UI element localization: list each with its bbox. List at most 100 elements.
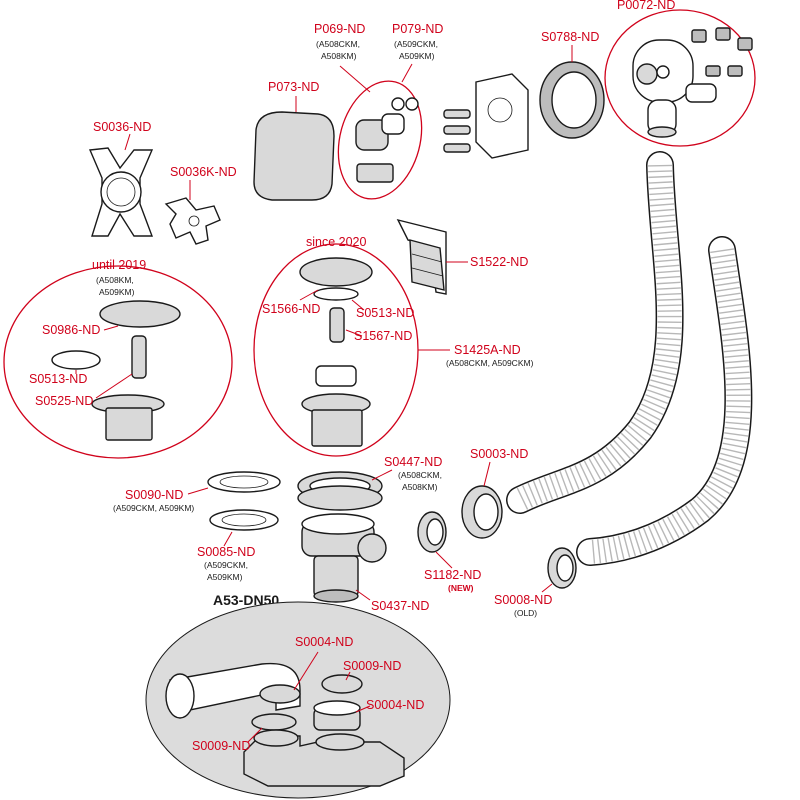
p073-cap-group: P073-ND — [253, 80, 335, 201]
s0003-nut-group: S0003-ND — [461, 447, 528, 539]
mount-screw-3 — [443, 143, 471, 153]
p0072-screw-1 — [691, 29, 707, 43]
s1566-leader — [299, 289, 319, 301]
s0085-leader — [223, 531, 233, 547]
label-s0085: S0085-ND — [197, 545, 255, 559]
a53-s0004-a-nut — [259, 684, 301, 704]
s1182-leader — [435, 551, 453, 569]
s0009-a-leader — [345, 671, 351, 681]
s0036-ring-inner — [106, 177, 136, 207]
s1566-cap — [299, 257, 373, 287]
p0072-highlight-circle — [604, 9, 756, 147]
label-s0003: S0003-ND — [470, 447, 528, 461]
label-s1566: S1566-ND — [262, 302, 320, 316]
flexible-hoses-group — [506, 151, 753, 566]
label-s0036: S0036-ND — [93, 120, 151, 134]
until-outlet-thread — [105, 407, 153, 441]
label-s0085-sub1: (A509CKM, — [204, 560, 248, 570]
s0437-bottom — [313, 589, 359, 603]
label-s0004-b: S0004-ND — [366, 698, 424, 712]
hose-1-ribs — [514, 164, 682, 511]
a53-inset-group: S0004-ND S0009-ND S0004-ND S0009-ND — [145, 601, 451, 799]
label-p079: P079-ND — [392, 22, 443, 36]
s0788-seal-group: S0788-ND — [539, 30, 605, 139]
label-s0986: S0986-ND — [42, 323, 100, 337]
label-a53-dn50: A53-DN50 — [213, 592, 279, 608]
p0072-screw-2 — [715, 27, 731, 41]
s0513-a-leader — [351, 299, 365, 311]
s0090-leader — [187, 487, 209, 495]
s0447-leader — [371, 469, 393, 481]
p0072-port — [636, 63, 658, 85]
mount-screw-1 — [443, 109, 471, 119]
nut — [315, 365, 357, 387]
s0036-bracket-group: S0036-ND S0036K-ND — [88, 120, 237, 245]
label-s0437: S0437-ND — [371, 599, 429, 613]
s0036-leader — [124, 133, 131, 151]
s1567-leader — [345, 329, 363, 337]
s0008-ring-group: S0008-ND (OLD) — [494, 547, 577, 618]
label-p069-sub1: (A508CKM, — [316, 39, 360, 49]
a53-s0009-b-ring — [251, 713, 297, 731]
s0085-gasket-bore — [221, 513, 267, 527]
a53-s0009-a-ring — [321, 674, 363, 694]
p079-nozzle — [381, 113, 405, 135]
a53-s0004-b-nut-top — [313, 700, 361, 716]
label-s0447: S0447-ND — [384, 455, 442, 469]
label-s0004-a: S0004-ND — [295, 635, 353, 649]
s0513-b-seal — [51, 350, 101, 370]
p073-cap — [253, 111, 335, 201]
s0090-gasket-bore — [219, 475, 269, 489]
label-until-sub2: A509KM) — [99, 287, 135, 297]
label-until-2019: until 2019 — [92, 258, 146, 272]
s0986-cap — [99, 300, 181, 328]
s0525-leader — [95, 373, 133, 399]
trap-body-group: S0447-ND (A508CKM, A508KM) S0437-ND — [297, 455, 442, 613]
s1182-ring-bore — [426, 518, 444, 546]
label-s1425a-sub: (A508CKM, A509CKM) — [446, 358, 534, 368]
p0072-screw-4 — [705, 65, 721, 77]
p0072-port-inner — [656, 65, 670, 79]
label-s1425a: S1425A-ND — [454, 343, 521, 357]
hose-2-body — [577, 237, 751, 565]
s0036k-hole — [188, 215, 200, 227]
p0072-overflow-body-group: P0072-ND — [604, 0, 756, 147]
p069-p079-group: P069-ND (A508CKM, A508KM) P079-ND (A509C… — [314, 22, 443, 200]
label-p069: P069-ND — [314, 22, 365, 36]
label-s0090-sub: (A509CKM, A509KM) — [113, 503, 194, 513]
label-s1182: S1182-ND — [424, 568, 481, 582]
label-s0513-b: S0513-ND — [29, 372, 87, 386]
p0072-side-nozzle — [685, 83, 717, 103]
label-s0009-b: S0009-ND — [192, 739, 250, 753]
label-p079-sub2: A509KM) — [399, 51, 435, 61]
s0090-gasket — [207, 471, 281, 493]
s0085-gasket — [209, 509, 279, 531]
flat-gaskets-group: S0090-ND (A509CKM, A509KM) S0085-ND (A50… — [113, 471, 281, 582]
label-s0788: S0788-ND — [541, 30, 599, 44]
label-until-sub1: (A508KM, — [96, 275, 134, 285]
s1567-spindle — [329, 307, 345, 343]
label-p0072: P0072-ND — [617, 0, 675, 12]
p079-highlight-circle — [337, 80, 423, 200]
label-s0008-sub: (OLD) — [514, 608, 537, 618]
a53-base-port-1 — [253, 729, 299, 747]
s0004-b-leader — [355, 705, 371, 713]
s1182-ring-group: S1182-ND (NEW) — [417, 511, 481, 593]
p0072-screw-5 — [727, 65, 743, 77]
label-s1182-new: (NEW) — [448, 583, 474, 593]
label-since-2020: since 2020 — [306, 235, 367, 249]
s1522-bar-1 — [411, 253, 443, 263]
label-s0447-sub2: A508KM) — [402, 482, 438, 492]
p079-oring-1 — [391, 97, 405, 111]
s1522-grid-body — [409, 239, 445, 291]
s0036k-bracket — [164, 197, 221, 245]
s0437-body-top — [301, 513, 375, 535]
outlet-thread — [311, 409, 363, 447]
label-s0090: S0090-ND — [125, 488, 183, 502]
mount-plate — [475, 73, 529, 159]
hose-1-outline — [506, 151, 684, 514]
overflow-mount-plate-group — [443, 73, 529, 159]
label-p073: P073-ND — [268, 80, 319, 94]
